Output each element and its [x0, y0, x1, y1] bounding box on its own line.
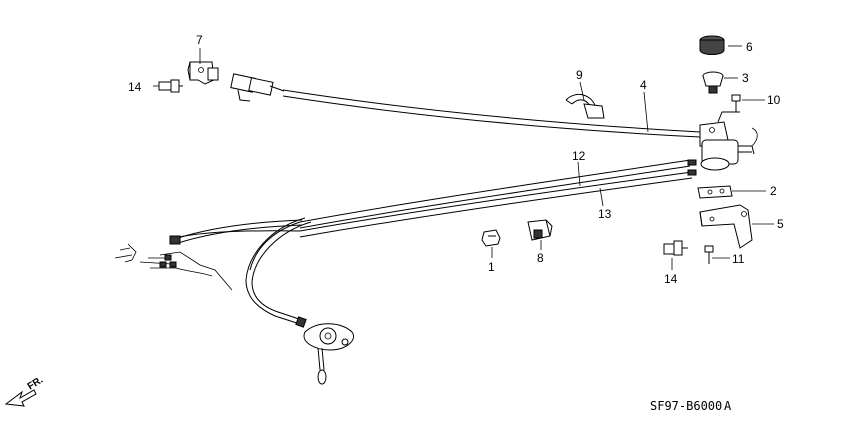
drawing-code-text: SF97-B6000 — [650, 399, 722, 413]
connector-plug — [230, 73, 285, 102]
callout-8: 8 — [537, 251, 544, 265]
callout-10: 10 — [767, 93, 781, 107]
callout-14-top: 14 — [128, 80, 142, 94]
bolt-14-bottom — [663, 240, 688, 256]
screw-10 — [731, 94, 741, 112]
callout-13: 13 — [598, 207, 612, 221]
callout-14-bottom: 14 — [664, 272, 678, 286]
leader-lines — [153, 45, 774, 270]
callout-5: 5 — [777, 217, 784, 231]
bracket-7 — [187, 61, 219, 85]
drawing-code-suffix: A — [724, 399, 732, 413]
cable-4 — [282, 89, 701, 138]
bolt-14-top — [158, 79, 183, 93]
callout-2: 2 — [770, 184, 777, 198]
callout-4: 4 — [640, 78, 647, 92]
clip-9 — [565, 93, 605, 119]
front-arrow: FR. — [4, 375, 46, 407]
callout-labels: 7 14 6 3 10 4 9 12 13 2 5 11 14 1 8 — [128, 33, 784, 286]
nut-3 — [702, 71, 724, 94]
harness-left — [114, 219, 303, 291]
front-label: FR. — [26, 375, 46, 393]
callout-6: 6 — [746, 40, 753, 54]
actuator-assembly — [687, 111, 758, 176]
bracket-2 — [697, 185, 733, 199]
callout-7: 7 — [196, 33, 203, 47]
clip-1 — [481, 229, 501, 247]
clamp-8 — [527, 219, 553, 241]
sensor-cable — [245, 217, 312, 325]
callout-9: 9 — [576, 68, 583, 82]
drawing-code: SF97-B6000 A — [650, 399, 732, 413]
callout-12: 12 — [572, 149, 586, 163]
screw-11 — [704, 245, 714, 264]
plate-5 — [699, 204, 753, 249]
callout-3: 3 — [742, 71, 749, 85]
cap-6 — [699, 35, 725, 55]
callout-11: 11 — [732, 252, 745, 266]
cable-12 — [249, 159, 691, 271]
callout-1: 1 — [488, 260, 495, 274]
sensor-assembly — [295, 316, 354, 385]
